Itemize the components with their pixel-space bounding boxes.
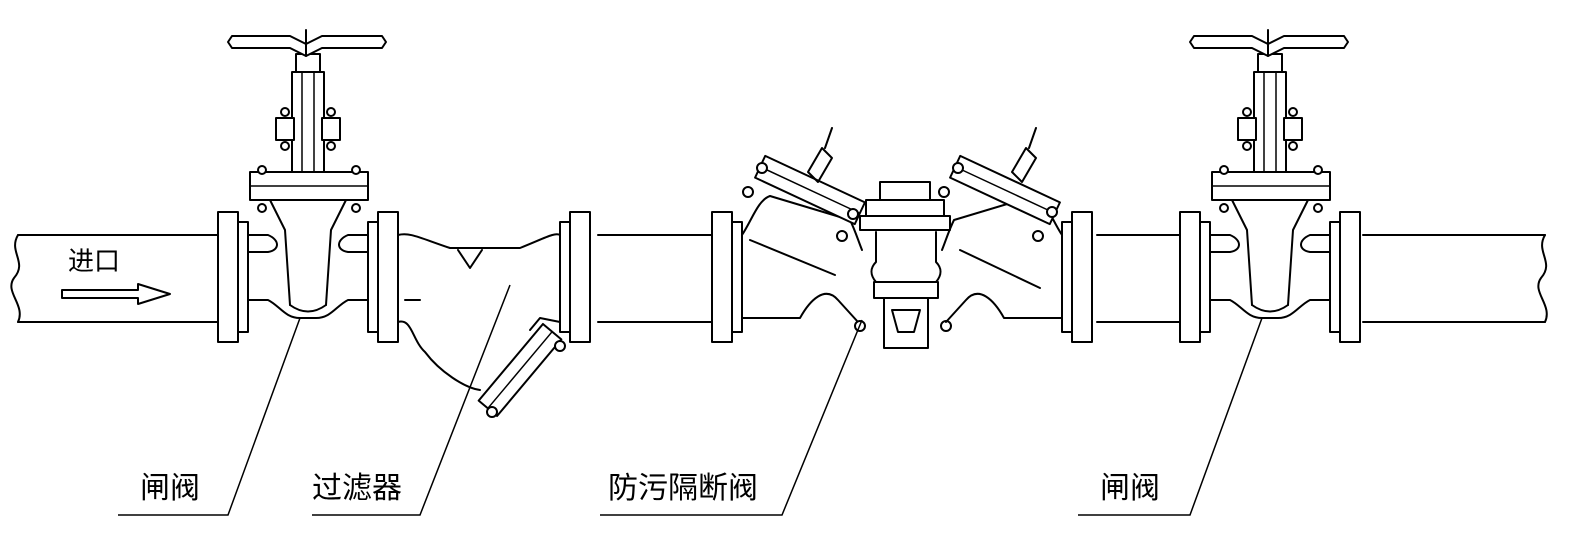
- label-backflow-preventer: 防污隔断阀: [608, 471, 758, 506]
- label-strainer: 过滤器: [312, 471, 402, 506]
- flanges: [218, 212, 1360, 342]
- label-gate-valve-left: 闸阀: [140, 471, 200, 506]
- flow-arrow-icon: [62, 284, 170, 304]
- gate-valve-left: [228, 30, 386, 318]
- inlet-label: 进口: [68, 247, 120, 277]
- pipe-segments: [11, 235, 1546, 322]
- gate-valve-right: [1190, 30, 1348, 318]
- component-labels: 闸阀 过滤器 防污隔断阀 闸阀: [140, 471, 1160, 506]
- y-strainer: [398, 234, 565, 417]
- leader-lines: [118, 285, 1262, 515]
- backflow-preventer: [742, 128, 1062, 348]
- inlet-indicator: 进口: [62, 247, 170, 304]
- label-gate-valve-right: 闸阀: [1100, 471, 1160, 506]
